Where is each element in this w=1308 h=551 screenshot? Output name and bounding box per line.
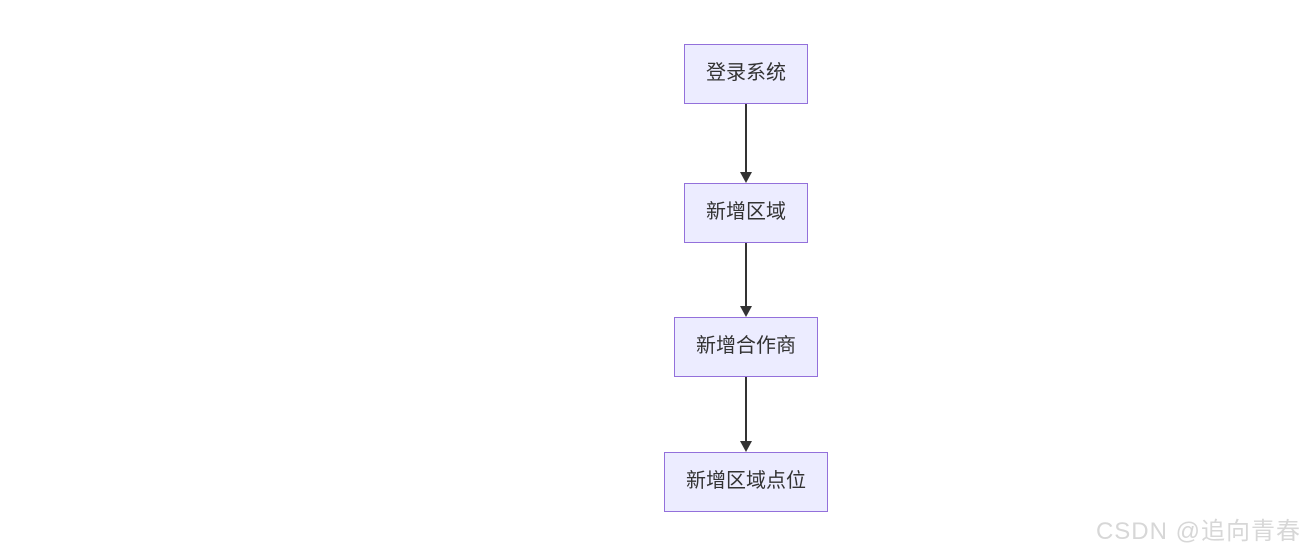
arrowhead-down-icon (740, 306, 752, 317)
arrow-line (745, 104, 747, 173)
arrow-line (745, 377, 747, 442)
flow-arrow-3 (739, 377, 753, 452)
watermark: CSDN @追向青春 (1095, 518, 1301, 545)
arrowhead-down-icon (740, 441, 752, 452)
flow-arrow-1 (739, 104, 753, 183)
arrowhead-down-icon (740, 172, 752, 183)
flow-node-add-partner: 新增合作商 (674, 317, 818, 377)
flow-node-login-system: 登录系统 (684, 44, 808, 104)
arrow-line (745, 243, 747, 307)
flow-node-add-region: 新增区域 (684, 183, 808, 243)
flow-node-add-region-point: 新增区域点位 (664, 452, 828, 512)
flow-arrow-2 (739, 243, 753, 317)
